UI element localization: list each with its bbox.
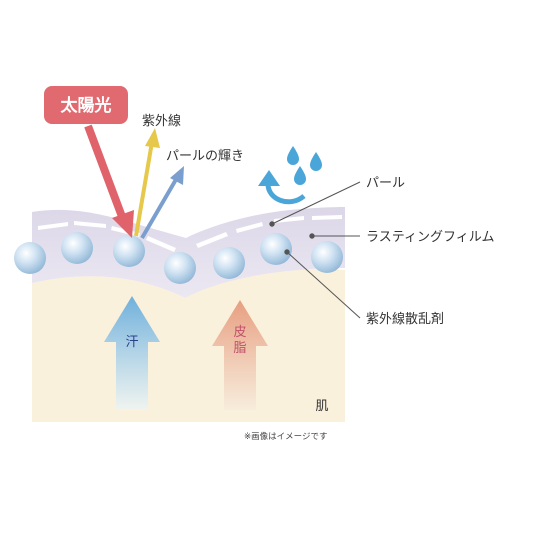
recycle-arrow-icon [258, 170, 306, 205]
sebum-char: 脂 [233, 341, 246, 356]
footnote: ※画像はイメージです [244, 432, 328, 442]
skin-label: 肌 [315, 399, 328, 414]
film-label: ラスティングフィルム [366, 230, 494, 245]
pearl-shine-arrow [140, 166, 184, 240]
leader-lines [269, 181, 361, 319]
sunlight-label: 太陽光 [61, 95, 112, 116]
lasting-film [32, 207, 345, 298]
scatter-label: 紫外線散乱剤 [366, 311, 444, 327]
sunlight-label-box [44, 86, 128, 124]
uv-arrow [134, 128, 160, 237]
sunlight-arrow [84, 124, 134, 238]
water-drops-icon [287, 146, 322, 185]
skin-layer [32, 268, 345, 422]
pearl-label: パール [366, 176, 405, 191]
sweat-arrow [104, 296, 160, 410]
uv-scattering-particles [14, 232, 343, 284]
sweat-label: 汗 [125, 335, 138, 350]
sebum-label-1: 皮脂 [233, 325, 246, 356]
sebum-arrow [212, 300, 268, 410]
uv-label: 紫外線 [142, 113, 181, 129]
sebum-char: 皮 [233, 325, 246, 340]
pearl-shine-label: パールの輝き [166, 149, 244, 164]
